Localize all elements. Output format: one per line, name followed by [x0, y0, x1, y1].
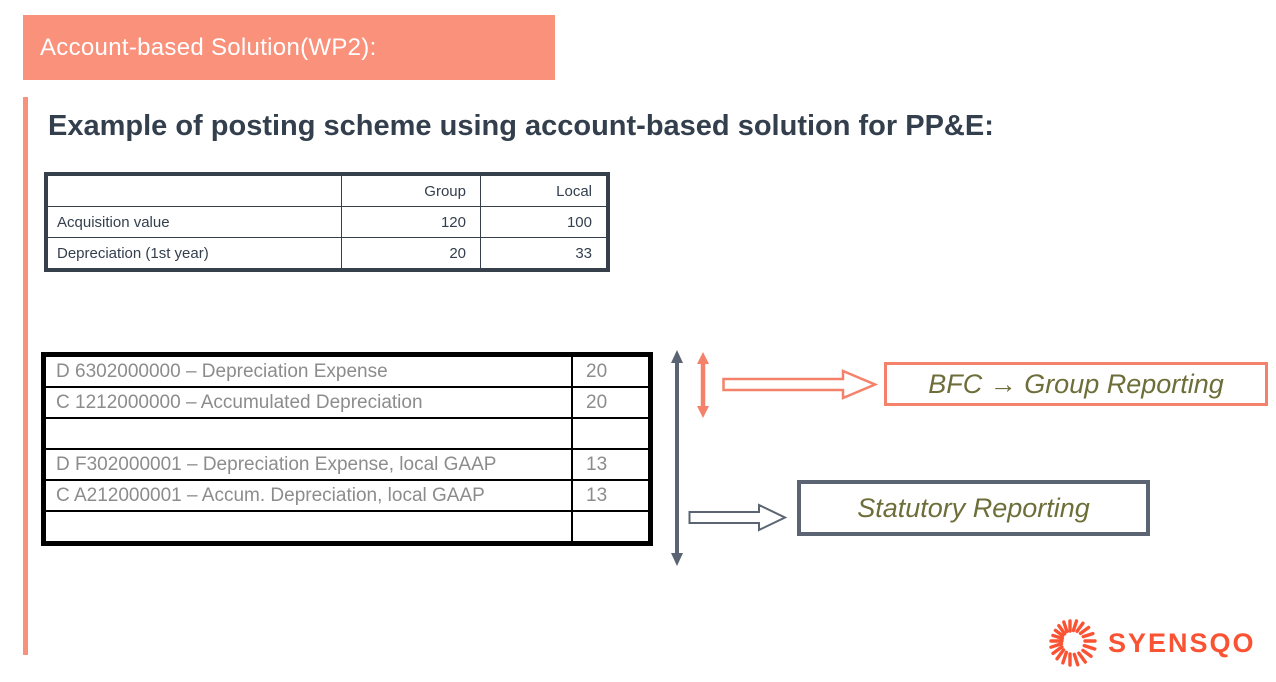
statutory-span-arrow-icon [671, 350, 683, 566]
comparison-table: Group Local Acquisition value 120 100 De… [44, 172, 610, 272]
depreciation-label: Depreciation (1st year) [47, 237, 342, 269]
group-span-arrow-icon [697, 352, 709, 418]
posting-row-account: C 1212000000 – Accumulated Depreciation [44, 386, 573, 419]
depreciation-local: 33 [480, 237, 607, 269]
table-row: Acquisition value 120 100 [47, 206, 607, 238]
table-row: C 1212000000 – Accumulated Depreciation … [44, 386, 650, 419]
depreciation-group: 20 [341, 237, 481, 269]
posting-row-account [44, 417, 573, 450]
syensqo-burst-icon [1049, 619, 1097, 667]
header-banner-label: Account-based Solution(WP2): [40, 34, 377, 61]
statutory-reporting-label: Statutory Reporting [857, 492, 1090, 523]
posting-table: D 6302000000 – Depreciation Expense 20 C… [41, 352, 653, 546]
posting-row-account: D F302000001 – Depreciation Expense, loc… [44, 448, 573, 481]
table-row [44, 510, 650, 543]
posting-row-amount: 20 [571, 386, 650, 419]
acquisition-value-local: 100 [480, 206, 607, 238]
posting-row-amount: 13 [571, 448, 650, 481]
acquisition-value-label: Acquisition value [47, 206, 342, 238]
posting-row-amount [571, 510, 650, 543]
statutory-reporting-arrow-icon [688, 503, 788, 532]
posting-row-account [44, 510, 573, 543]
acquisition-value-group: 120 [341, 206, 481, 238]
header-banner: Account-based Solution(WP2): [23, 15, 555, 80]
table-row: C A212000001 – Accum. Depreciation, loca… [44, 479, 650, 512]
left-accent-bar [23, 97, 28, 655]
syensqo-logo: SYENSQO [1038, 607, 1256, 675]
posting-row-amount: 13 [571, 479, 650, 512]
group-reporting-label: BFC → Group Reporting [928, 368, 1224, 399]
posting-row-account: D 6302000000 – Depreciation Expense [44, 355, 573, 388]
posting-row-amount [571, 417, 650, 450]
syensqo-wordmark: SYENSQO [1108, 627, 1256, 658]
comparison-header-group: Group [341, 175, 481, 207]
posting-row-account: C A212000001 – Accum. Depreciation, loca… [44, 479, 573, 512]
table-row: Depreciation (1st year) 20 33 [47, 237, 607, 269]
comparison-header-local: Local [480, 175, 607, 207]
page-title: Example of posting scheme using account-… [48, 110, 994, 142]
table-row: D F302000001 – Depreciation Expense, loc… [44, 448, 650, 481]
comparison-header-row: Group Local [47, 175, 607, 207]
statutory-reporting-callout: Statutory Reporting [797, 480, 1150, 536]
comparison-header-empty [47, 175, 342, 207]
group-reporting-arrow-icon [722, 369, 878, 400]
table-row: D 6302000000 – Depreciation Expense 20 [44, 355, 650, 388]
posting-row-amount: 20 [571, 355, 650, 388]
group-reporting-callout: BFC → Group Reporting [884, 362, 1268, 406]
table-row [44, 417, 650, 450]
